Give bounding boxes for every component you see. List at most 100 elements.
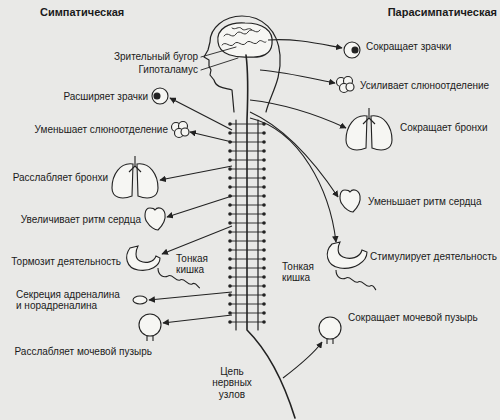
nerve-line [268,40,342,48]
ganglion-dot [228,257,232,261]
chain-rung [230,286,264,287]
ganglion-dot [228,293,232,297]
chain-rung [230,304,264,305]
ganglion-dot [262,320,266,324]
ganglion-dot [228,149,232,153]
ganglion-dot [228,248,232,252]
ganglion-dot [228,239,232,243]
chain-rung [230,133,264,134]
nerve-line [163,315,232,323]
nerve-line [149,292,232,300]
ganglion-dot [228,185,232,189]
ganglion-dot [262,230,266,234]
ganglion-dot [228,230,232,234]
leader-line [201,47,236,57]
chain-rung [230,313,264,314]
ganglion-dot [262,176,266,180]
ganglion-dot [228,176,232,180]
ganglion-dot [262,248,266,252]
eye [152,88,168,104]
chain-rung [230,169,264,170]
chain-rung [230,232,264,233]
chain-rung [230,241,264,242]
chain-rung [230,295,264,296]
ganglion-dot [228,203,232,207]
effect-label: Расслабляет бронхи [13,172,108,184]
chain-rung [230,151,264,152]
ganglion-dot [228,284,232,288]
chain-rung [230,277,264,278]
effect-label: Секреция адреналина и норадреналина [16,289,128,312]
nerve-line [190,132,232,142]
brain-label: Зрительный бугор [114,51,198,63]
ganglion-dot [228,221,232,225]
lungs [112,156,158,198]
salivary-gland [172,122,190,138]
organ-label: Тонкая кишка [176,253,224,276]
ganglion-dot [262,257,266,261]
ganglion-dot [228,212,232,216]
ganglion-dot [262,239,266,243]
ganglion-dot [262,203,266,207]
ganglion-dot [228,131,232,135]
chain-rung [230,178,264,179]
effect-label: Увеличивает ритм сердца [21,214,141,226]
ganglion-dot [262,311,266,315]
salivary-gland [337,77,355,93]
adrenal-gland [133,296,147,304]
effect-label: Расслабляет мочевой пузырь [15,346,153,358]
eye [344,42,360,58]
effect-label: Сокращает зрачки [366,41,451,53]
effect-label: Расширяет зрачки [63,91,148,103]
chain-rung [230,214,264,215]
chain-rung [230,259,264,260]
chain-rung [230,322,264,323]
ganglion-dot [262,167,266,171]
ganglion-dot [228,122,232,126]
ganglion-dot [262,185,266,189]
chain-rung [230,124,264,125]
effect-label: Усиливает слюноотделение [360,80,489,92]
ganglion-dot [228,167,232,171]
ganglion-dot [262,302,266,306]
ganglion-dot [262,266,266,270]
column-heading: Симпатическая [40,6,124,19]
brain-label: Гипоталамус [139,64,199,76]
nerve-line [283,342,322,378]
effect-label: Сокращает мочевой пузырь [348,312,478,324]
ganglion-dot [262,275,266,279]
small-intestine [336,270,376,290]
chain-rung [230,160,264,161]
nerve-line [170,98,232,130]
column-heading: Парасимпатическая [388,6,497,19]
ganglion-dot [228,311,232,315]
stomach [327,242,367,268]
nerve-line [162,226,232,254]
organ-label: Тонкая кишка [282,261,326,284]
heart [145,208,165,230]
leader-line [201,58,238,70]
spinal-cord [246,55,295,418]
ganglion-dot [262,131,266,135]
ganglion-dot [262,194,266,198]
ganglion-dot [262,212,266,216]
effect-label: Тормозит деятельность [11,256,121,268]
chain-label: Цепь нервных узлов [206,366,258,401]
chain-rung [230,187,264,188]
chain-rung [230,223,264,224]
nerve-line [250,112,338,197]
ganglion-dot [262,149,266,153]
effect-label: Стимулирует деятельность [370,251,497,263]
chain-rung [230,205,264,206]
nerve-line [250,118,336,242]
bladder [139,314,161,341]
ganglion-dot [228,266,232,270]
bladder [319,317,341,344]
ganglion-dot [228,302,232,306]
chain-rung [230,196,264,197]
stomach [127,246,160,270]
brain [218,23,272,57]
nerve-line [167,196,232,217]
ganglion-dot [228,275,232,279]
